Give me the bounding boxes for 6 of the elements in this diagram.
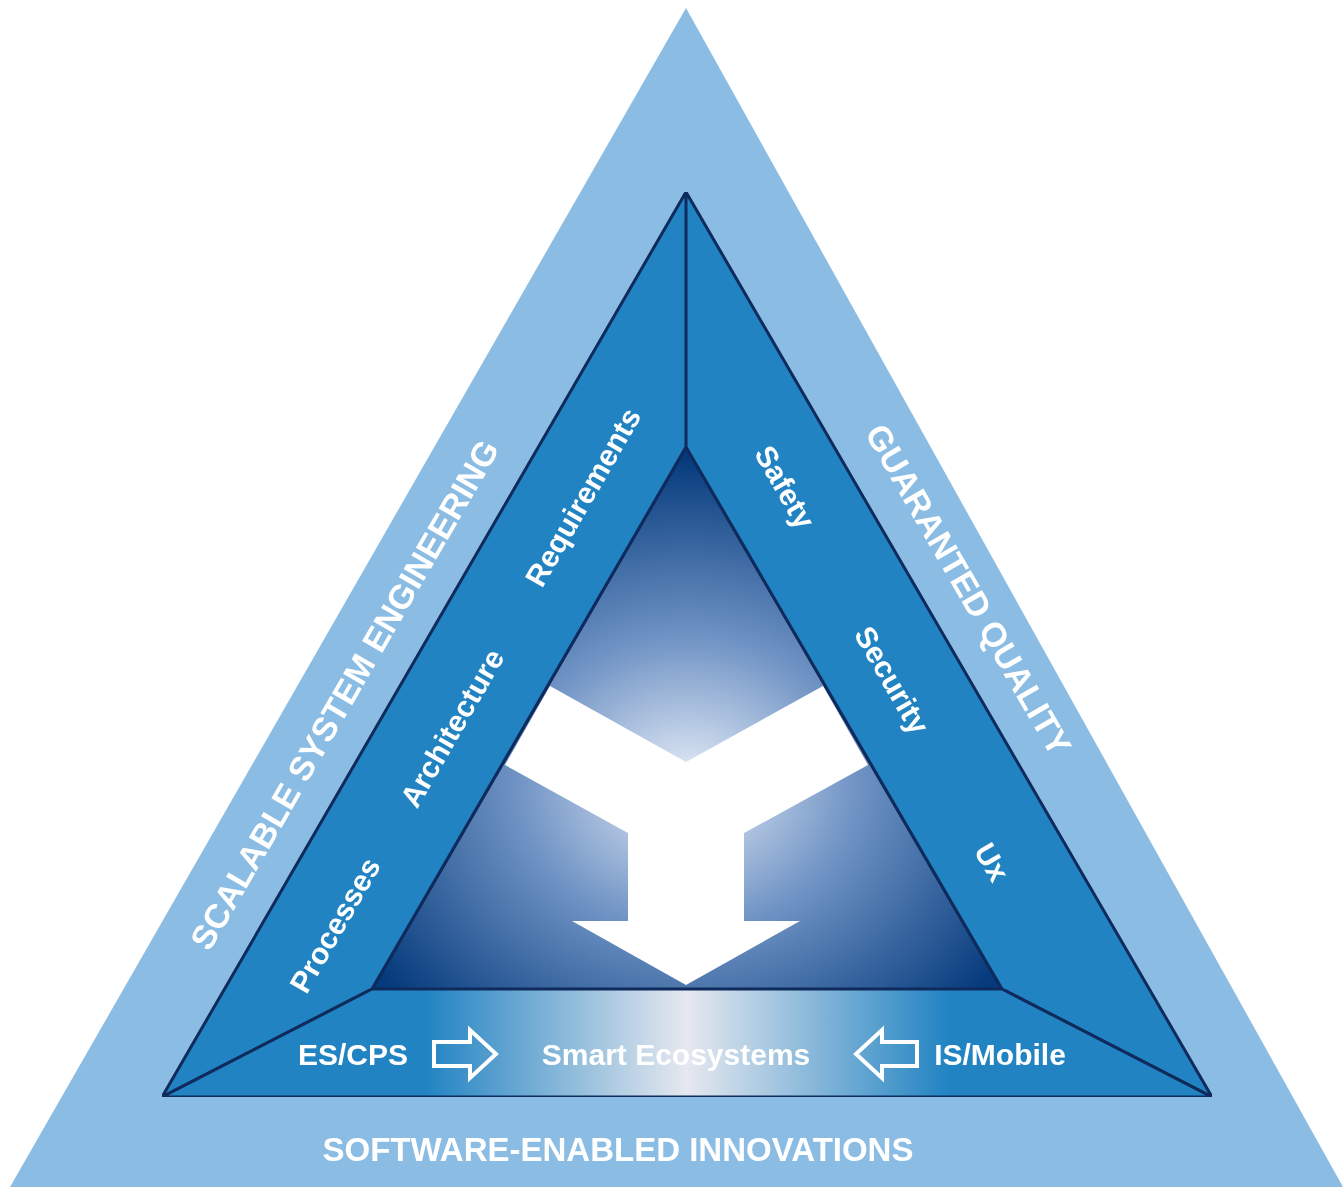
- text-label: ES/CPS: [298, 1037, 408, 1071]
- hollow-arrow: [853, 1025, 919, 1083]
- hollow-arrow: [432, 1025, 499, 1083]
- text-label: IS/Mobile: [934, 1037, 1066, 1071]
- panel-label: Ux: [968, 837, 1016, 887]
- side-title: SOFTWARE-ENABLED INNOVATIONS: [322, 1131, 914, 1169]
